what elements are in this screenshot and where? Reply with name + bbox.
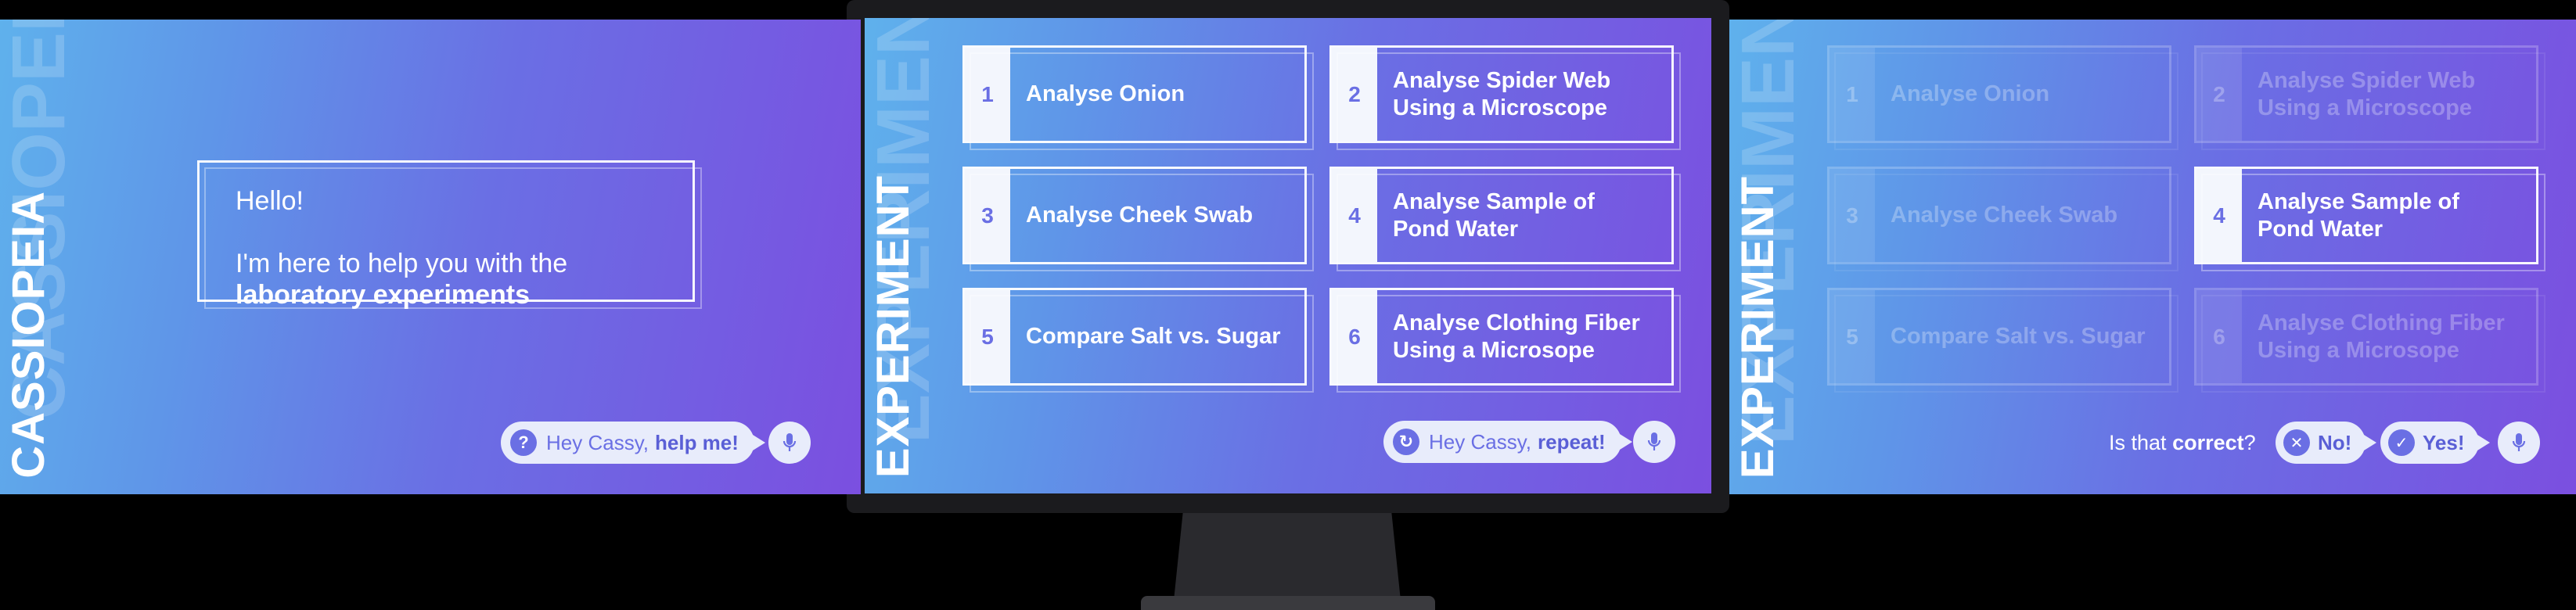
microphone-button[interactable] [1633, 421, 1675, 463]
prompt-bold: help me! [655, 430, 739, 454]
experiment-number: 4 [1332, 169, 1377, 262]
experiment-number: 5 [965, 290, 1010, 383]
experiment-card-1[interactable]: 1 Analyse Onion [962, 45, 1314, 150]
experiment-number: 3 [1829, 169, 1875, 262]
experiment-card-5[interactable]: 5 Compare Salt vs. Sugar [1827, 288, 2178, 393]
prompt-bold: repeat! [1538, 429, 1606, 454]
intro-text: I'm here to help you with the [236, 249, 568, 278]
microphone-icon [783, 433, 797, 451]
prompt-prefix: Hey Cassy, [546, 430, 649, 454]
side-title: EXPERIMENT [868, 174, 919, 478]
experiment-number: 6 [1332, 290, 1377, 383]
welcome-screen: CASSIOPEIA CASSIOPEIA Hello! I'm here to… [0, 20, 861, 494]
yes-button[interactable]: ✓ Yes! [2380, 422, 2489, 464]
experiment-card-2[interactable]: 2 Analyse Spider Web Using a Microscope [2194, 45, 2545, 150]
greeting-card: Hello! I'm here to help you with the lab… [197, 160, 702, 310]
experiment-label: Analyse Spider Web Using a Microscope [2258, 67, 2476, 120]
experiment-label: Analyse Clothing Fiber Using a Microsope [1393, 310, 1640, 363]
intro-bold: laboratory experiments [236, 280, 531, 310]
check-icon: ✓ [2388, 429, 2415, 456]
repeat-icon: ↻ [1393, 429, 1419, 455]
confirm-question: Is that correct? [2109, 431, 2256, 454]
microphone-button[interactable] [768, 422, 811, 464]
question-icon: ? [510, 429, 537, 456]
experiment-card-4[interactable]: 4 Analyse Sample of Pond Water [1329, 167, 1681, 271]
help-me-button[interactable]: ? Hey Cassy, help me! [501, 422, 765, 464]
microphone-icon [1647, 432, 1661, 450]
experiment-card-5[interactable]: 5 Compare Salt vs. Sugar [962, 288, 1314, 393]
experiment-card-6[interactable]: 6 Analyse Clothing Fiber Using a Microso… [2194, 288, 2545, 393]
experiment-card-3[interactable]: 3 Analyse Cheek Swab [1827, 167, 2178, 271]
experiment-number: 3 [965, 169, 1010, 262]
experiment-label: Analyse Cheek Swab [1891, 203, 2118, 228]
experiment-label: Compare Salt vs. Sugar [1026, 324, 1281, 349]
close-icon: ✕ [2283, 429, 2310, 456]
experiment-label: Analyse Onion [1891, 81, 2050, 106]
microphone-icon [2512, 433, 2526, 451]
experiment-number: 1 [1829, 48, 1875, 141]
experiment-label: Analyse Cheek Swab [1026, 203, 1254, 228]
greeting: Hello! [236, 186, 304, 216]
experiment-card-3[interactable]: 3 Analyse Cheek Swab [962, 167, 1314, 271]
experiment-label: Analyse Sample of Pond Water [2258, 188, 2459, 242]
experiment-card-2[interactable]: 2 Analyse Spider Web Using a Microscope [1329, 45, 1681, 150]
repeat-button[interactable]: ↻ Hey Cassy, repeat! [1383, 421, 1632, 463]
experiment-list-screen: EXPERIMENT EXPERIMENT 1 Analyse Onion 2 … [865, 18, 1711, 493]
experiment-number: 1 [965, 48, 1010, 141]
experiment-label: Analyse Clothing Fiber Using a Microsope [2258, 310, 2505, 363]
side-title: EXPERIMENT [1732, 175, 1783, 479]
monitor-base [1141, 596, 1435, 610]
experiment-card-6[interactable]: 6 Analyse Clothing Fiber Using a Microso… [1329, 288, 1681, 393]
experiment-label: Analyse Spider Web Using a Microscope [1393, 67, 1611, 120]
monitor-stand [1174, 513, 1401, 601]
experiment-card-1[interactable]: 1 Analyse Onion [1827, 45, 2178, 150]
experiment-label: Analyse Sample of Pond Water [1393, 188, 1595, 242]
experiment-label: Analyse Onion [1026, 81, 1185, 106]
experiment-number: 2 [1332, 48, 1377, 141]
experiment-number: 2 [2196, 48, 2242, 141]
no-button[interactable]: ✕ No! [2276, 422, 2377, 464]
experiment-card-4-selected[interactable]: 4 Analyse Sample of Pond Water [2194, 167, 2545, 271]
experiment-number: 5 [1829, 290, 1875, 383]
confirm-selection-screen: EXPERIMENT EXPERIMENT 1 Analyse Onion 2 … [1729, 20, 2576, 494]
microphone-button[interactable] [2498, 422, 2540, 464]
experiment-label: Compare Salt vs. Sugar [1891, 324, 2146, 349]
experiment-number: 4 [2196, 169, 2242, 262]
experiment-number: 6 [2196, 290, 2242, 383]
prompt-prefix: Hey Cassy, [1429, 429, 1531, 454]
side-title: CASSIOPEIA [3, 191, 54, 479]
